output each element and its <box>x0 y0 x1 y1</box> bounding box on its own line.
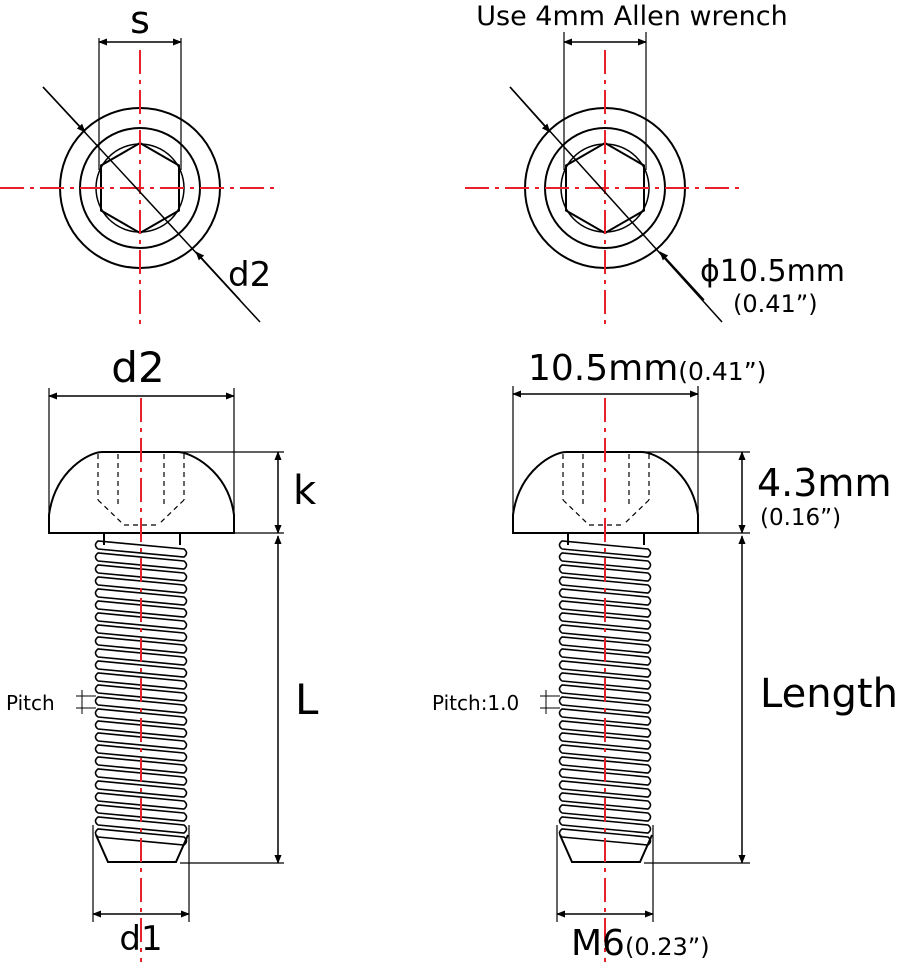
top-view-generic: s d2 <box>0 0 275 325</box>
thread-coil <box>558 696 652 714</box>
label-k: k <box>293 468 317 514</box>
thread-coil <box>94 612 188 630</box>
thread-body <box>94 533 189 863</box>
thread-coil <box>558 732 652 750</box>
thread-coil <box>558 708 652 726</box>
thread-coil <box>558 816 652 834</box>
thread-coil <box>558 780 652 798</box>
label-head-dia-side: 10.5mm(0.41”) <box>528 348 766 389</box>
socket-hidden-lines <box>562 454 650 526</box>
label-d2-side: d2 <box>111 343 164 392</box>
thread-coil <box>94 684 188 702</box>
thread-coil <box>94 588 188 606</box>
label-head-height: 4.3mm <box>757 461 891 505</box>
thread-coil <box>558 792 652 810</box>
thread-body <box>558 533 653 863</box>
thread-coil <box>94 600 188 618</box>
thread-coil <box>94 792 188 810</box>
thread-coil <box>558 612 652 630</box>
thread-coil <box>558 552 652 570</box>
label-thread: M6(0.23”) <box>571 923 710 962</box>
thread-coil <box>94 744 188 762</box>
thread-coil <box>558 600 652 618</box>
thread-coil <box>558 744 652 762</box>
thread-coil <box>94 804 188 822</box>
thread-coil <box>94 636 188 654</box>
label-d2-top: d2 <box>228 255 271 295</box>
thread-coil <box>94 732 188 750</box>
thread-coil <box>558 576 652 594</box>
thread-coil <box>558 648 652 666</box>
label-d1: d1 <box>119 919 162 959</box>
thread-coil <box>94 780 188 798</box>
label-length: Length <box>760 671 898 717</box>
d2-arrow-lower <box>195 251 241 301</box>
thread-coil <box>558 660 652 678</box>
thread-coil <box>94 672 188 690</box>
thread-coil <box>558 768 652 786</box>
thread-coil <box>558 804 652 822</box>
thread-coil <box>94 564 188 582</box>
thread-coil <box>94 660 188 678</box>
thread-coil <box>558 684 652 702</box>
thread-coil <box>94 816 188 834</box>
thread-coil <box>558 756 652 774</box>
label-pitch-spec: Pitch:1.0 <box>432 691 519 715</box>
thread-coil <box>558 720 652 738</box>
label-head-height-in: (0.16”) <box>760 505 841 531</box>
thread-coil <box>94 552 188 570</box>
thread-coil <box>558 828 652 846</box>
socket-hidden-lines <box>97 454 185 526</box>
thread-coils <box>558 540 652 846</box>
label-head-dia-top: ϕ10.5mm <box>700 254 845 289</box>
side-view-generic: d2 k L Pitch d1 <box>6 343 319 962</box>
thread-coil <box>94 576 188 594</box>
d2-arrow-upper <box>42 86 86 133</box>
label-head-dia-top-in: (0.41”) <box>733 290 818 318</box>
label-L: L <box>295 675 319 724</box>
label-pitch: Pitch <box>6 691 55 715</box>
thread-coils <box>94 540 188 846</box>
thread-coil <box>94 540 188 558</box>
thread-coil <box>558 636 652 654</box>
thread-coil <box>558 672 652 690</box>
label-wrench: Use 4mm Allen wrench <box>476 1 787 32</box>
side-view-spec: 10.5mm(0.41”) 4.3mm (0.16”) Length Pitch… <box>432 348 898 962</box>
dia-arrow-upper <box>509 86 551 133</box>
thread-coil <box>558 588 652 606</box>
thread-coil <box>94 624 188 642</box>
thread-coil <box>558 564 652 582</box>
thread-coil <box>94 768 188 786</box>
thread-coil <box>94 828 188 846</box>
thread-coil <box>94 648 188 666</box>
thread-coil <box>558 624 652 642</box>
thread-coil <box>94 720 188 738</box>
top-view-spec: Use 4mm Allen wrench ϕ10.5mm (0.41”) <box>465 1 845 325</box>
thread-coil <box>94 756 188 774</box>
label-s: s <box>130 0 150 42</box>
thread-coil <box>558 540 652 558</box>
thread-coil <box>94 696 188 714</box>
dia-arrow-lower <box>659 251 705 301</box>
thread-coil <box>94 708 188 726</box>
